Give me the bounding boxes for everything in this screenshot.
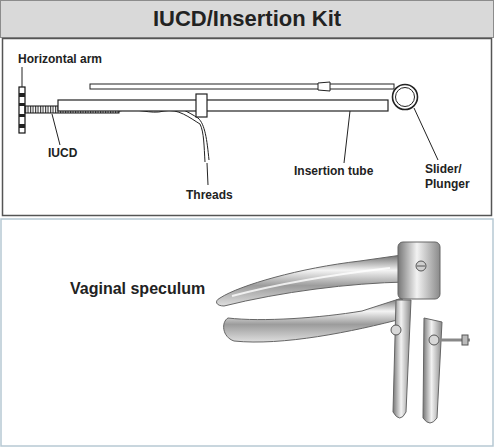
plunger-ring	[393, 85, 418, 110]
part-label: Horizontal arm	[18, 52, 138, 67]
thumb-nut	[462, 335, 468, 345]
arm-stripe	[19, 124, 25, 128]
upper-panel	[3, 39, 492, 216]
rod-flange	[318, 82, 330, 91]
speculum-drawing	[217, 242, 470, 423]
part-label: Slider/ Plunger	[425, 162, 483, 192]
title: IUCD/Insertion Kit	[0, 0, 494, 38]
plunger-rod	[90, 84, 394, 89]
lower-panel	[1, 219, 493, 446]
leader-line	[414, 108, 438, 160]
title-band	[1, 1, 494, 38]
leader-line	[52, 114, 60, 145]
horizontal-arm	[19, 87, 25, 133]
handle	[393, 300, 411, 418]
blade-highlight	[232, 268, 390, 296]
slider-stop	[196, 94, 207, 117]
insertion-tube	[58, 100, 388, 111]
part-label: Threads	[186, 188, 266, 203]
part-label: IUCD	[48, 146, 108, 161]
thread	[119, 110, 205, 162]
screw-slot	[417, 266, 425, 267]
part-label: Vaginal speculum	[70, 279, 240, 299]
arm-stripe	[19, 93, 25, 97]
pivot	[391, 325, 401, 335]
plunger-ring	[396, 88, 415, 107]
part-label: Insertion tube	[294, 164, 404, 179]
arm-stripe	[19, 103, 25, 106]
leader-line	[207, 163, 208, 185]
handle	[423, 318, 442, 423]
leader-line	[22, 67, 23, 87]
leader-line	[344, 111, 350, 163]
lower-blade	[224, 298, 405, 342]
hinge-screw	[416, 261, 426, 271]
arm-stripe	[19, 114, 25, 117]
pivot	[429, 335, 439, 345]
hinge-block	[398, 242, 440, 299]
upper-blade	[217, 255, 406, 306]
